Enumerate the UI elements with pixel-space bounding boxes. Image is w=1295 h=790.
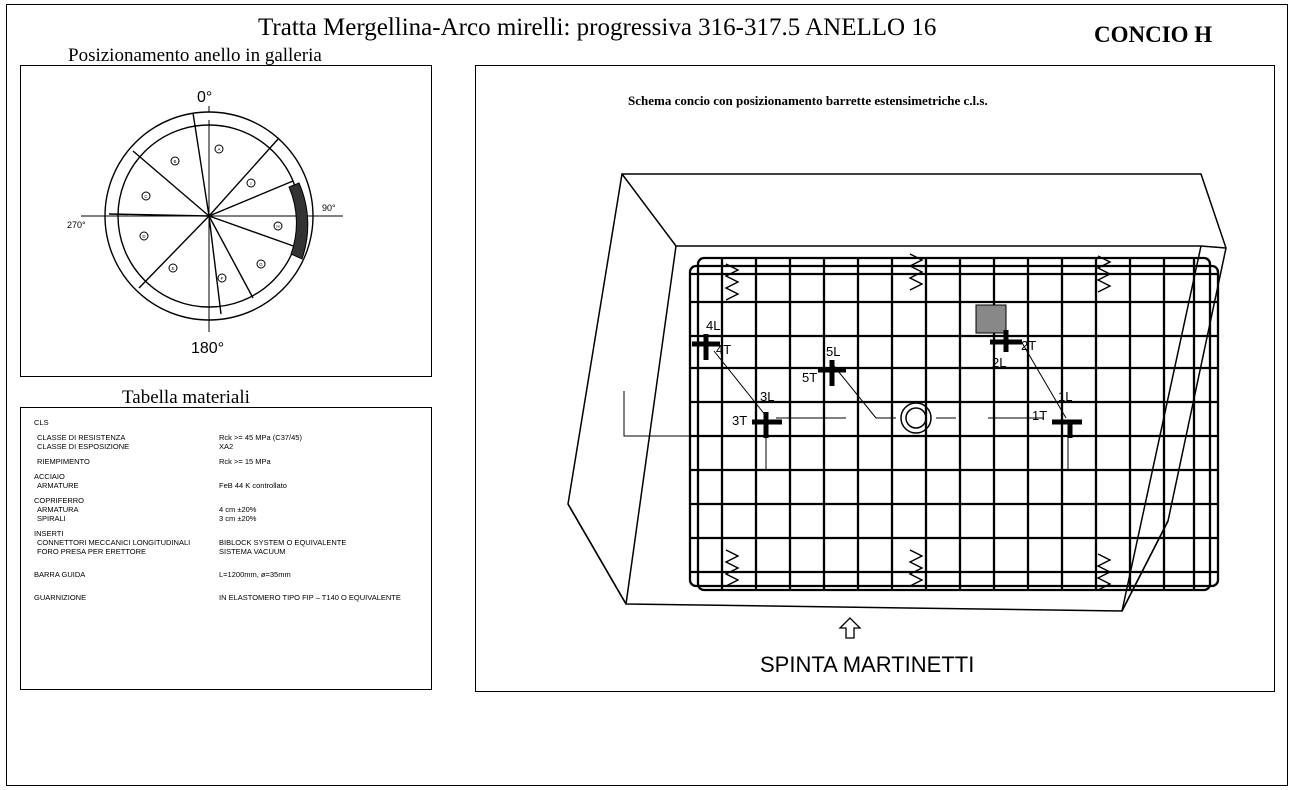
- materials-panel: [20, 407, 432, 690]
- rebar-cage: [688, 256, 1220, 592]
- schema-heading: Schema concio con posizionamento barrett…: [628, 93, 988, 108]
- angle-270-label: 270°: [67, 220, 86, 230]
- gauge-4l-label: 4L: [706, 318, 720, 333]
- segment-label-h: H: [276, 224, 279, 229]
- angle-0-label: 0°: [197, 89, 212, 106]
- segment-label-e: E: [171, 266, 174, 271]
- angle-90-label: 90°: [322, 203, 336, 213]
- ring-panel-heading: Posizionamento anello in galleria: [68, 45, 322, 66]
- gauge-1l-label: 1L: [1058, 389, 1072, 404]
- materials-heading: Tabella materiali: [122, 387, 250, 408]
- gauge-2t-label: 2T: [1021, 338, 1036, 353]
- segment-label-d: D: [142, 234, 146, 239]
- ring-panel: B C D E F G H I A 0° 90° 270° 180°: [20, 65, 432, 377]
- table-row: INSERTI: [34, 529, 64, 538]
- gauge-2l-label: 2L: [992, 355, 1006, 370]
- drawing-frame: [6, 4, 1288, 786]
- segment-drawing: 1L 1T 2L 2T 3L 3T 4L 4T 5L 5T SPINTA MAR…: [567, 173, 1227, 677]
- table-row: COPRIFERRO: [34, 496, 85, 505]
- thrust-label: SPINTA MARTINETTI: [760, 652, 974, 677]
- thrust-arrow-icon: [838, 617, 862, 639]
- gauge-1t-label: 1T: [1032, 408, 1047, 423]
- gauge-3l-label: 3L: [760, 389, 774, 404]
- drawing-title: Tratta Mergellina-Arco mirelli: progress…: [258, 14, 937, 41]
- segment-label-i: I: [250, 181, 251, 186]
- segment-label-g: G: [259, 262, 263, 267]
- gauge-4t-label: 4T: [716, 342, 731, 357]
- schema-panel: Schema concio con posizionamento barrett…: [475, 65, 1275, 692]
- segment-label-a: A: [217, 147, 220, 152]
- table-row: CLS: [34, 418, 49, 427]
- gauge-3t-label: 3T: [732, 413, 747, 428]
- segment-label-b: B: [173, 159, 176, 164]
- segment-label: CONCIO H: [1094, 22, 1213, 47]
- segment-label-f: F: [221, 276, 224, 281]
- gauge-5t-label: 5T: [802, 370, 817, 385]
- segment-label-c: C: [144, 194, 148, 199]
- table-row: ACCIAIO: [34, 472, 65, 481]
- gauge-5l-label: 5L: [826, 344, 840, 359]
- angle-180-label: 180°: [191, 340, 224, 357]
- ring-diagram: B C D E F G H I A 0° 90° 270° 180°: [67, 89, 343, 357]
